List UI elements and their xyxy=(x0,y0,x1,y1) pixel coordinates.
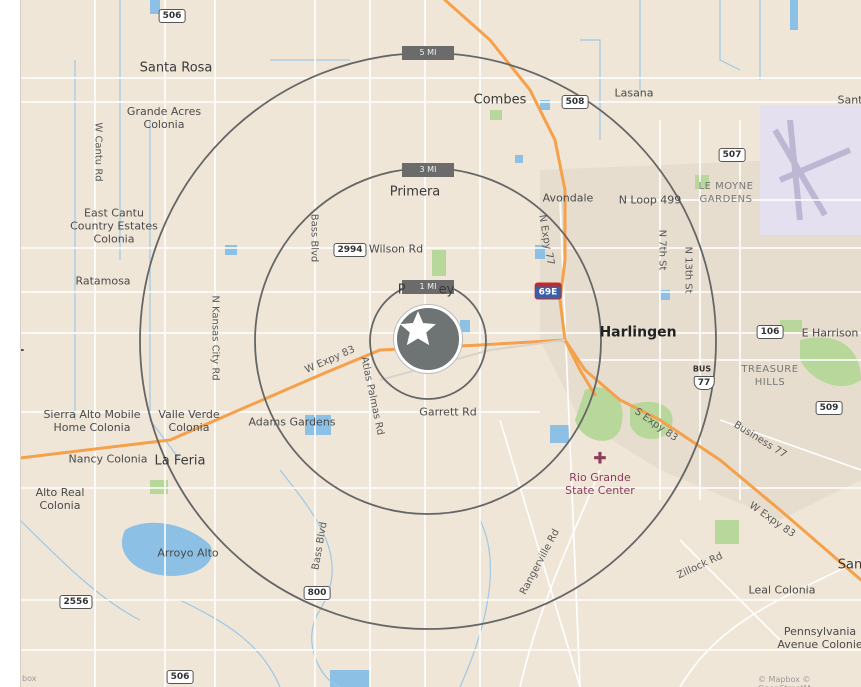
location-marker[interactable] xyxy=(394,305,462,373)
label-alto-real: Alto Real Colonia xyxy=(35,486,85,512)
label-combes: Combes xyxy=(473,92,527,108)
label-san-right: San xyxy=(837,557,861,573)
attribution[interactable]: © Mapbox © OpenStreetM xyxy=(758,675,811,687)
shield-69e: 69E xyxy=(534,282,562,300)
label-rio-grande-state-center: Rio Grande State Center xyxy=(565,471,635,497)
label-avondale: Avondale xyxy=(542,191,594,205)
credit-left: box xyxy=(22,674,37,683)
map-base-layer xyxy=(20,0,861,687)
shield-edge-left xyxy=(20,349,24,351)
star-icon xyxy=(400,311,436,346)
ring-label-1-mi: 1 MI xyxy=(402,280,454,294)
highways xyxy=(20,0,861,582)
label-leal-colonia: Leal Colonia xyxy=(748,583,816,597)
poi-cross-icon: ✚ xyxy=(593,448,607,468)
shield-507: 507 xyxy=(718,148,746,162)
label-bass-blvd-north: Bass Blvd xyxy=(308,213,320,263)
label-east-cantu: East Cantu Country Estates Colonia xyxy=(70,206,158,246)
label-harlingen: Harlingen xyxy=(599,324,677,341)
label-nancy-colonia: Nancy Colonia xyxy=(68,452,148,466)
label-adams-gardens: Adams Gardens xyxy=(248,415,336,429)
label-le-moyne: LE MOYNE GARDENS xyxy=(698,181,754,205)
shield-800: 800 xyxy=(303,586,331,600)
label-n-13th-st: N 13th St xyxy=(682,246,694,294)
label-treasure-hills: TREASURE HILLS xyxy=(741,364,799,388)
shield-508: 508 xyxy=(561,95,589,109)
shield-506-top: 506 xyxy=(158,9,186,23)
label-n-kansas-city-rd: N Kansas City Rd xyxy=(209,295,221,381)
label-santa-rosa: Santa Rosa xyxy=(139,60,213,76)
label-la-feria: La Feria xyxy=(154,453,206,469)
label-w-cantu-rd: W Cantu Rd xyxy=(92,122,104,182)
label-primera: Primera xyxy=(389,184,441,200)
label-n-loop-499: N Loop 499 xyxy=(618,193,682,207)
shield-2994: 2994 xyxy=(333,243,367,257)
map-left-border xyxy=(20,0,21,687)
label-wilson-rd: Wilson Rd xyxy=(368,242,424,256)
shield-77-business: 77 xyxy=(693,376,715,390)
map-canvas[interactable]: 5 MI 3 MI 1 MI Santa Rosa Grande Acres C… xyxy=(20,0,861,687)
label-garrett-rd: Garrett Rd xyxy=(419,405,477,419)
shield-2556: 2556 xyxy=(59,595,93,609)
water-bodies xyxy=(121,0,798,687)
label-grande-acres: Grande Acres Colonia xyxy=(126,105,202,131)
label-ratamosa: Ratamosa xyxy=(75,274,131,288)
label-lasana: Lasana xyxy=(614,86,654,100)
canals xyxy=(20,0,761,687)
label-valle-verde: Valle Verde Colonia xyxy=(158,408,220,434)
label-pennsylvania-avenue: Pennsylvania Avenue Colonie xyxy=(777,625,861,651)
label-palm-valley: P ey xyxy=(397,282,455,298)
ring-label-3-mi: 3 MI xyxy=(402,163,454,177)
label-arroyo-alto: Arroyo Alto xyxy=(157,546,219,560)
label-santa-right: Sant xyxy=(837,93,861,107)
label-sierra-alto: Sierra Alto Mobile Home Colonia xyxy=(43,408,141,434)
shield-509: 509 xyxy=(815,401,843,415)
airport-area xyxy=(760,105,861,235)
label-e-harrison: E Harrison xyxy=(801,326,859,340)
shield-106: 106 xyxy=(756,325,784,339)
ring-label-5-mi: 5 MI xyxy=(402,46,454,60)
label-n-7th-st: N 7th St xyxy=(656,229,668,271)
label-bus: BUS xyxy=(692,364,712,374)
shield-506-bottom: 506 xyxy=(166,670,194,684)
